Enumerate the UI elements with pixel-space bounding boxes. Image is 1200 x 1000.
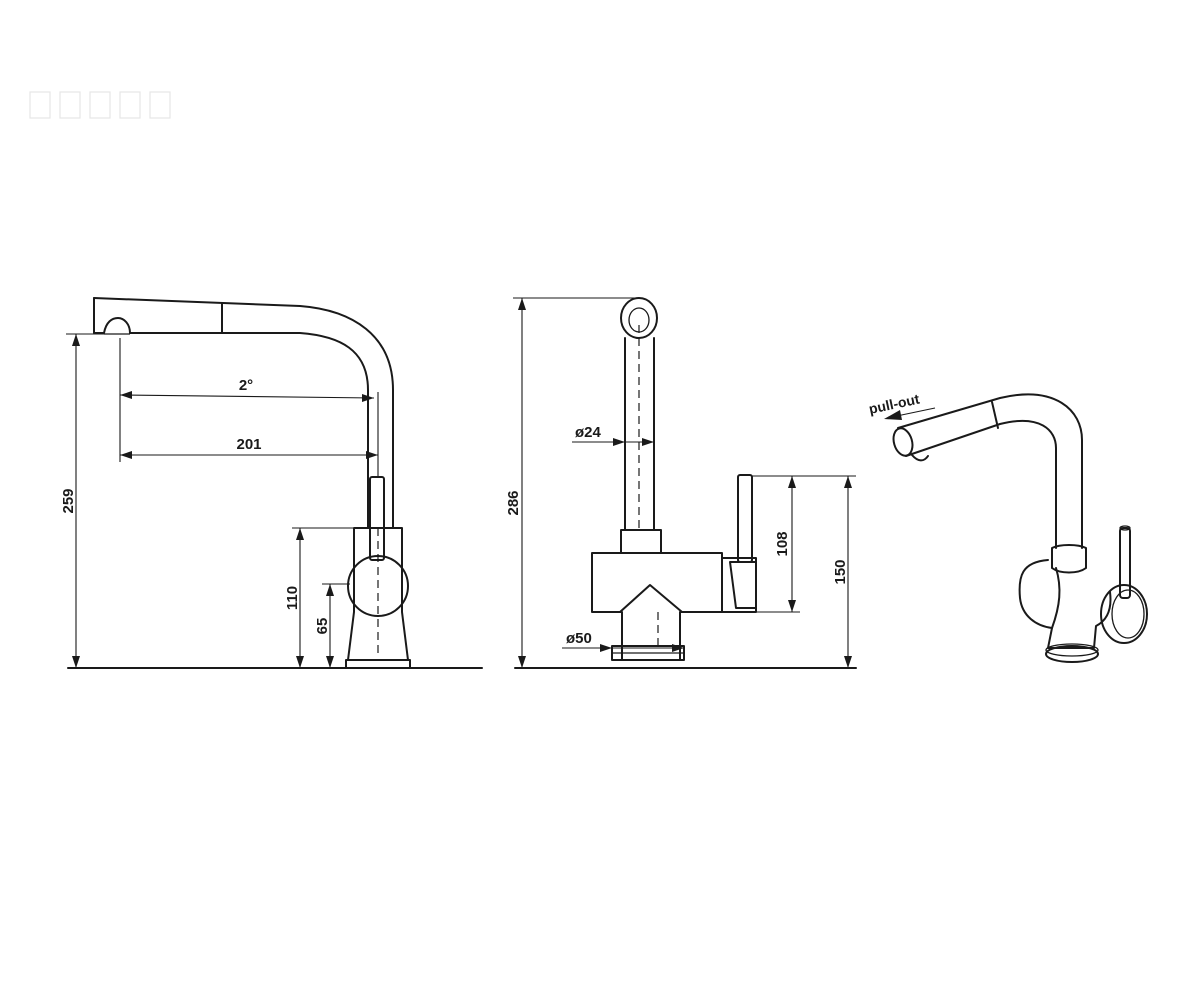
side-spout-inner: [129, 332, 369, 529]
dim-side-reach: 201: [236, 436, 261, 453]
dim-front-spout-diameter: ø24: [575, 424, 602, 441]
dim-front-height-total: 286: [505, 490, 522, 515]
dim-side-height-total: 259: [60, 488, 77, 513]
persp-handle-disc: [1100, 584, 1148, 644]
persp-lever-handle: [1119, 527, 1131, 599]
side-spout-outer: [93, 297, 394, 529]
persp-spout-nozzle: [892, 427, 914, 457]
persp-collar: [1051, 544, 1087, 574]
dim-front-handle-height: 108: [774, 531, 791, 556]
persp-pullout-joint: [991, 401, 999, 429]
ghost-watermark: [29, 91, 171, 119]
persp-spout-inner: [905, 419, 1057, 549]
front-view: 286 ø24 108 150 ø50: [505, 297, 857, 669]
dim-side-body-height: 110: [284, 586, 301, 610]
front-lever-handle: [737, 474, 753, 563]
persp-body: [1018, 559, 1112, 649]
side-base-plate: [345, 659, 411, 669]
dim-side-handle-center: 65: [314, 618, 331, 635]
side-spout-nose: [93, 297, 131, 334]
dim-front-base-diameter: ø50: [566, 630, 592, 647]
perspective-view: pull-out: [867, 391, 1148, 663]
side-lever-handle: [369, 476, 385, 561]
dim-side-angle: 2°: [239, 377, 253, 394]
persp-base-ring: [1045, 645, 1099, 663]
front-spout-head: [620, 297, 658, 339]
side-view: 259 2° 201 110 65: [60, 297, 483, 669]
dim-front-lever-height: 150: [832, 559, 849, 584]
persp-spout-outer: [897, 393, 1083, 549]
front-collar: [620, 529, 662, 554]
front-body: [591, 552, 723, 661]
front-handle-housing: [721, 557, 757, 613]
